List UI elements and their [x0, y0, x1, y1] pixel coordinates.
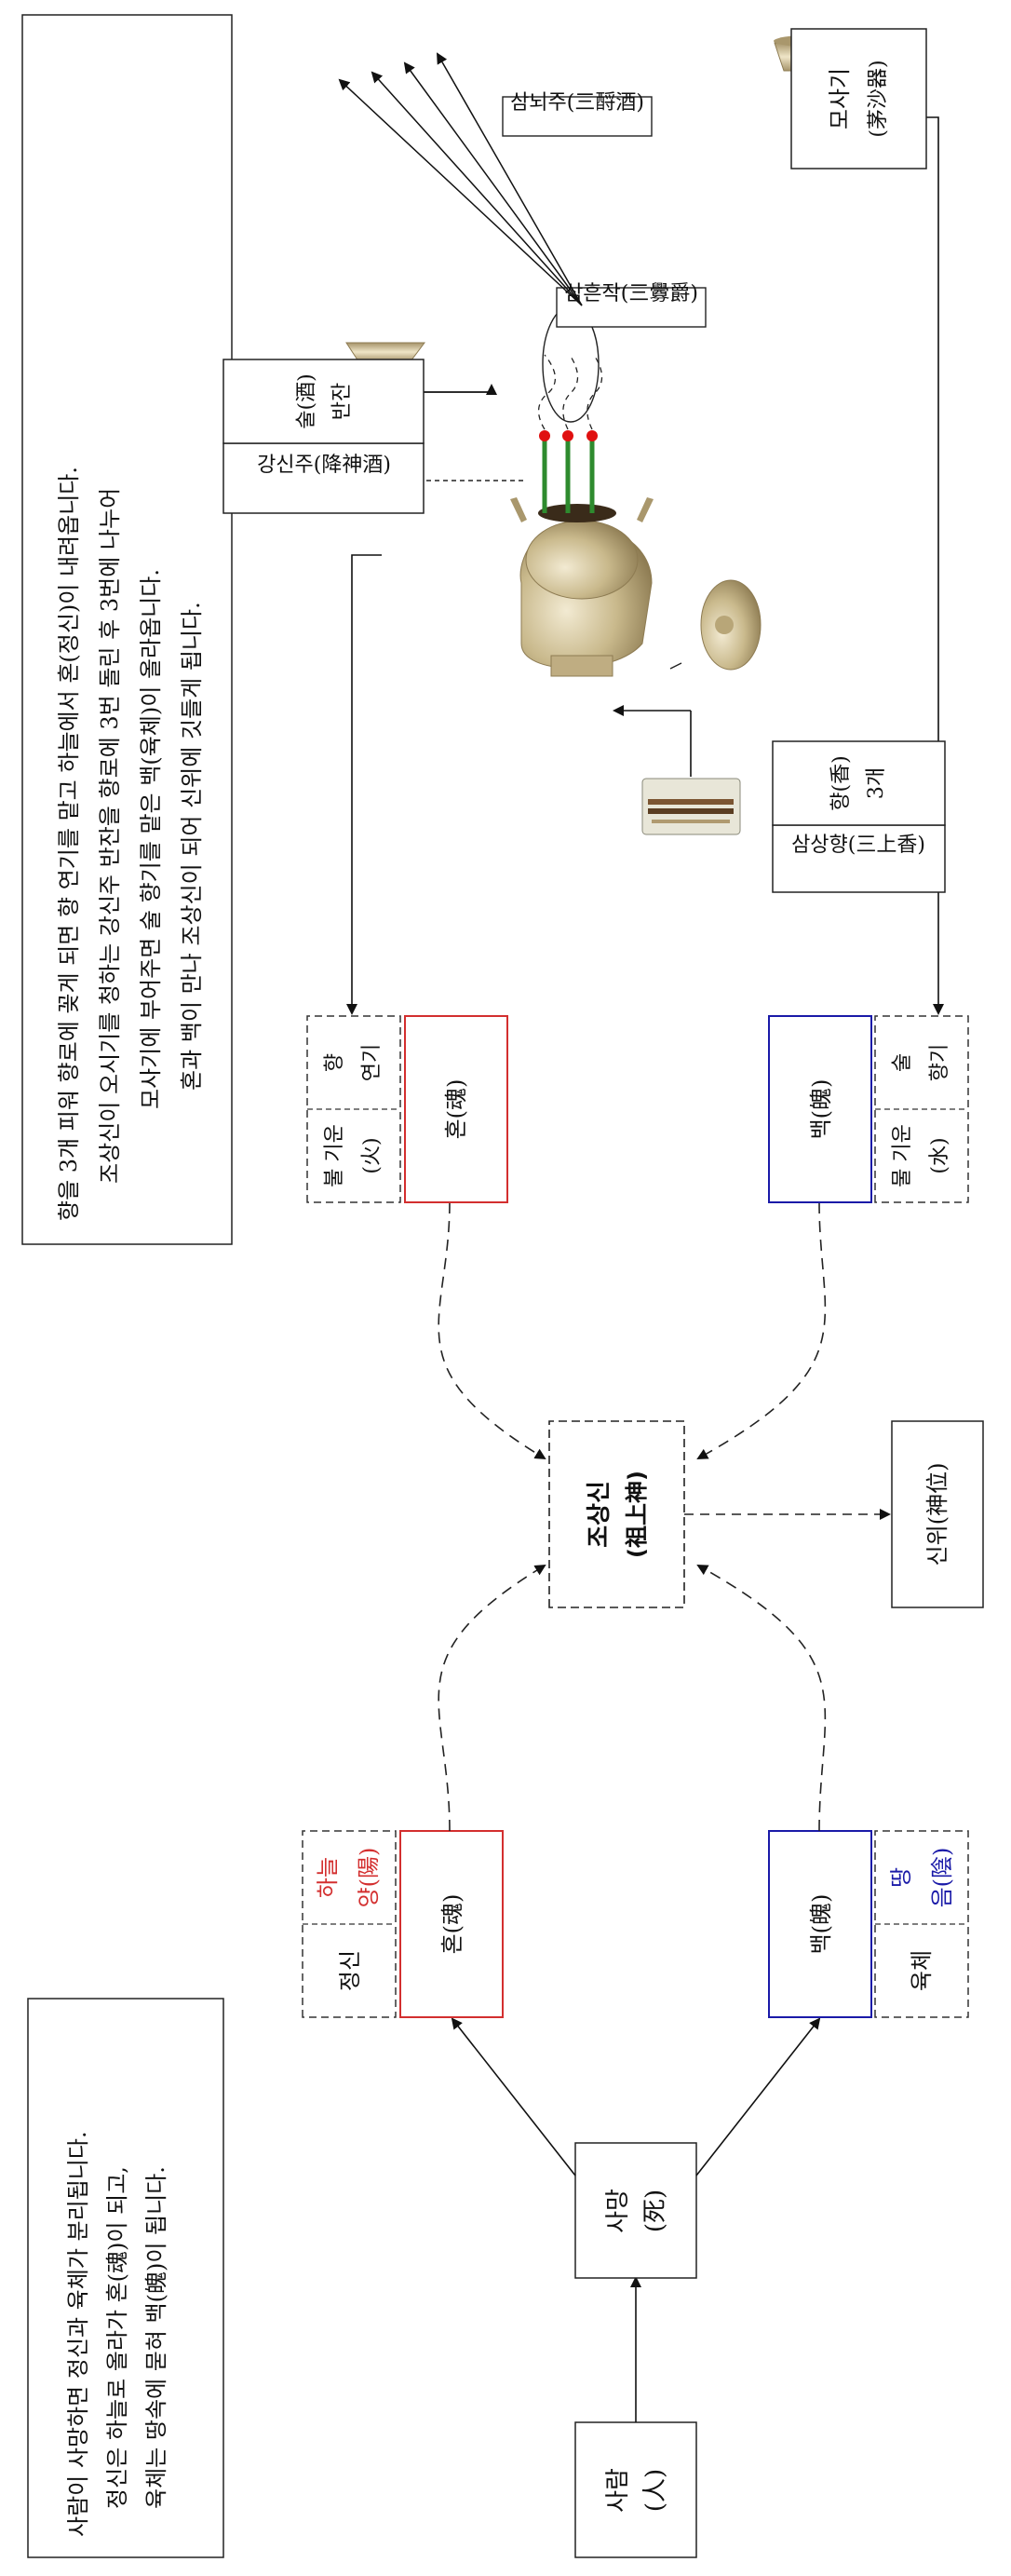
death-box: 사망 (死): [574, 2142, 697, 2279]
samheun-label: 삼흔작(三釁爵): [564, 282, 698, 305]
incense-tip-2: [562, 430, 573, 441]
mosagi-hanja: (茅沙器): [867, 60, 890, 137]
water-box: 물 기운 (水) 술 향기: [874, 1015, 969, 1203]
hon-left-box: 혼(魂): [399, 1830, 504, 2018]
note-right-line2: 조상신이 오시기를 청하는 강신주 반잔을 향로에 3번 돌린 후 3번에 나누…: [97, 488, 123, 1184]
arrow-samnoe-2: [371, 71, 583, 306]
incense-count: 3개: [865, 767, 888, 799]
curve-baekleft-to-ancestor: [696, 1565, 827, 1832]
note-right-line3: 모사기에 부어주면 술 향기를 맡은 백(육체)이 올라옵니다.: [138, 569, 164, 1109]
baek-right-label: 백(魄): [808, 1079, 834, 1140]
hon-right-box: 혼(魂): [404, 1015, 508, 1203]
water-label: 물 기운: [891, 1124, 914, 1187]
person-hanja: (人): [641, 2469, 669, 2512]
mosagi-label: 모사기: [827, 68, 853, 129]
arrow-death-to-hon: [451, 2017, 576, 2176]
gangsin-half-cup: 반잔: [330, 383, 354, 420]
curve-baekright-to-ancestor: [696, 1201, 827, 1459]
death-label: 사망: [604, 2189, 632, 2233]
arrow-samnoe-3: [403, 61, 583, 306]
person-box: 사람 (人): [574, 2421, 697, 2558]
ancestor-box: 조상신 (祖上神): [548, 1420, 685, 1608]
samheun-box: 삼흔작(三釁爵): [556, 282, 707, 328]
eum-label: 음(陰): [929, 1848, 955, 1908]
smoke-word: 연기: [360, 1044, 384, 1081]
aroma-word: 향기: [928, 1044, 951, 1081]
baek-left-label: 백(魄): [808, 1894, 834, 1955]
spirit-label: 정신: [337, 1950, 363, 1991]
gangsin-box: 강신주(降神酒) 술(酒) 반잔: [222, 359, 425, 514]
note-left-line2: 정신은 하늘로 올라가 혼(魂)이 되고,: [104, 2166, 130, 2509]
liquor-word: 술: [891, 1053, 914, 1072]
fire-label: 불 기운: [323, 1124, 346, 1187]
arrow-samnoe-4: [437, 52, 583, 306]
incense-title: 삼상향(三上香): [791, 834, 925, 857]
fire-hanja: (火): [360, 1137, 384, 1173]
hon-left-label: 혼(魂): [439, 1894, 465, 1955]
note-right-line1: 향을 3개 피워 향로에 꽂게 되면 향 연기를 맡고 하늘에서 혼(정신)이 …: [56, 467, 82, 1221]
yang-label: 양(陽): [356, 1848, 382, 1908]
note-right-frame: [21, 14, 233, 1245]
incense-sticks-icon: [641, 778, 741, 835]
arrow-death-to-baek: [695, 2017, 821, 2176]
spirit-box: 정신 하늘 양(陽): [302, 1830, 397, 2018]
sinwi-box: 신위(神位): [891, 1420, 984, 1608]
note-right: 향을 3개 피워 향로에 꽂게 되면 향 연기를 맡고 하늘에서 혼(정신)이 …: [21, 14, 233, 1245]
censer-icon: [510, 305, 762, 677]
fire-box: 불 기운 (火) 향 연기: [306, 1015, 401, 1203]
note-left-line1: 사람이 사망하면 정신과 육체가 분리됩니다.: [65, 2131, 91, 2537]
incense-group: 삼상향(三上香) 향(香) 3개: [641, 740, 946, 893]
baek-left-box: 백(魄): [768, 1830, 872, 2018]
incense-word: 향: [323, 1053, 346, 1072]
sinwi-label: 신위(神位): [924, 1463, 950, 1566]
curve-honleft-to-ancestor: [438, 1564, 546, 1832]
water-hanja: (水): [928, 1137, 951, 1173]
sky-label: 하늘: [315, 1857, 341, 1898]
note-left: 사람이 사망하면 정신과 육체가 분리됩니다. 정신은 하늘로 올라가 혼(魂)…: [27, 1998, 224, 2558]
incense-tip-3: [586, 430, 598, 441]
mosagi-box: 모사기 (茅沙器): [790, 28, 927, 169]
samnoe-box: 삼뇌주(三酹酒): [502, 91, 653, 137]
baek-right-box: 백(魄): [768, 1015, 872, 1203]
person-label: 사람: [604, 2468, 632, 2513]
gangsin-title: 강신주(降神酒): [257, 454, 391, 477]
arrow-censer-to-fire: [346, 554, 382, 1015]
death-hanja: (死): [641, 2190, 669, 2232]
incense-word-line: 향(香): [829, 755, 853, 810]
ancestor-label: 조상신: [586, 1481, 613, 1548]
incense-tip-1: [539, 430, 550, 441]
arrow-samnoe-1: [338, 78, 583, 306]
hon-right-label: 혼(魂): [443, 1079, 469, 1140]
note-right-line4: 혼과 백이 만나 조상신이 되어 신위에 깃들게 됩니다.: [179, 602, 205, 1091]
note-left-line3: 육체는 땅속에 묻혀 백(魄)이 됩니다.: [143, 2166, 169, 2509]
gangsin-liquor: 술(酒): [295, 373, 318, 428]
ancestor-hanja: (祖上神): [624, 1471, 650, 1558]
body-box: 육체 땅 음(陰): [874, 1830, 969, 2018]
note-left-frame: [27, 1998, 224, 2558]
samnoe-label: 삼뇌주(三酹酒): [510, 91, 644, 115]
curve-honright-to-ancestor: [438, 1201, 546, 1460]
body-label: 육체: [909, 1950, 935, 1991]
earth-label: 땅: [888, 1867, 914, 1888]
